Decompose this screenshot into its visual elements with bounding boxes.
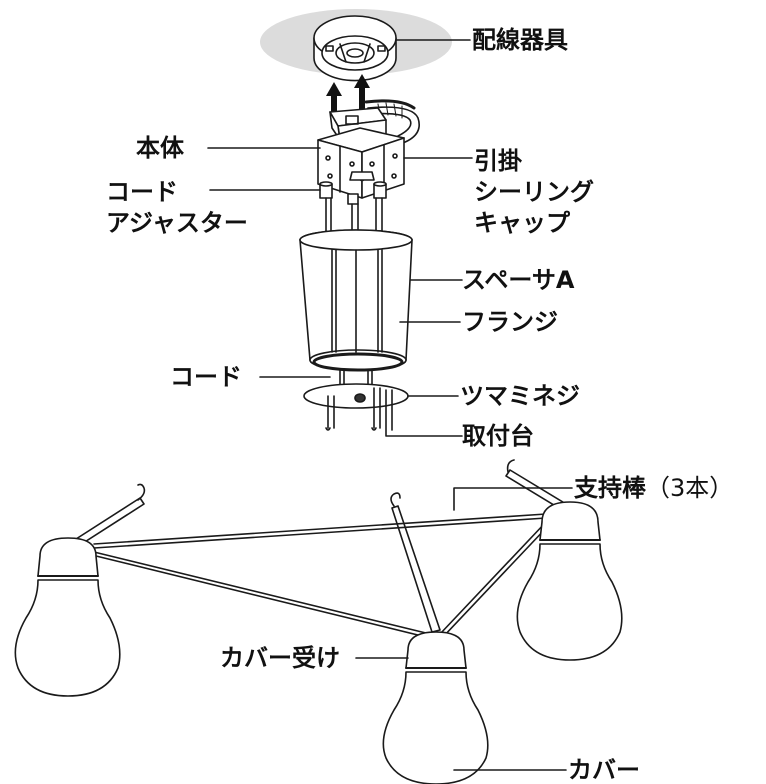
label-hook-cap-line-3: キャップ [474,209,570,237]
mount-base-drawing [259,369,463,437]
assembly-arrows [326,74,370,119]
label-knob-screw: ツマミネジ [460,382,580,410]
label-support-rod: 支持棒（3本） [574,474,733,502]
label-body: 本体 [136,134,184,162]
label-wiring-fixture: 配線器具 [472,26,568,54]
label-hook-cap-line-1: 引掛 [474,147,522,175]
center-cover-drawing [355,631,567,784]
right-cover-drawing [516,501,623,661]
label-support-rod-text: 支持棒 [574,474,646,502]
support-rods-drawing [61,459,577,639]
label-cord: コード [170,363,242,391]
label-hook-cap-line-2: シーリング [474,178,594,206]
label-spacer-a: スペーサA [462,266,575,294]
label-hook-ceiling-cap: 引掛 シーリング キャップ [474,146,594,239]
flange-drawing [299,229,461,372]
wiring-fixture-drawing [260,9,471,82]
label-cord-adjuster-line-2: アジャスター [106,209,248,237]
label-cover: カバー [568,756,640,784]
left-cover-drawing [14,537,121,697]
label-cover-receiver: カバー受け [220,644,340,672]
label-support-rod-count: （3本） [646,474,734,502]
label-cord-adjuster: コード アジャスター [106,177,248,239]
label-flange: フランジ [462,308,558,336]
label-cord-adjuster-line-1: コード [106,178,178,206]
label-mount-base: 取付台 [462,422,534,450]
